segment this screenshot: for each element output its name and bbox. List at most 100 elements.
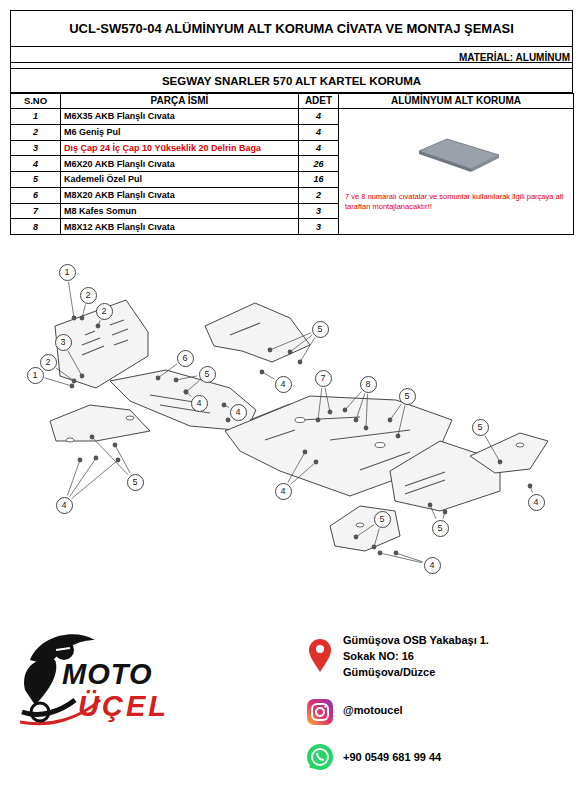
part-name-cell: M6 Geniş Pul (61, 124, 299, 140)
logo-text: ÜÇEL (78, 690, 169, 723)
leader-line (158, 364, 177, 378)
instagram-icon (307, 699, 333, 725)
callout-number: 5 (199, 366, 216, 383)
location-pin (309, 639, 331, 672)
leader-line (72, 460, 118, 499)
logo-text: MOTO (62, 658, 152, 691)
quantity: 3 (316, 222, 321, 232)
leader-line (300, 338, 315, 362)
fastener (343, 408, 348, 413)
fastener (328, 410, 333, 415)
callout-number: 4 (424, 557, 441, 574)
part-name-cell: M6X20 AKB Flanşlı Cıvata (61, 156, 299, 172)
quantity: 2 (316, 190, 321, 200)
fastener (372, 545, 377, 550)
fastener (288, 350, 293, 355)
quantity-cell: 2 (299, 187, 339, 203)
part-name-cell: Dış Çap 24 İç Çap 10 Yükseklik 20 Delrin… (61, 140, 299, 156)
note: 7 ve 8 numaralı cıvatalar ve somunlar ku… (345, 192, 567, 212)
header-table: UCL-SW570-04 ALÜMİNYUM ALT KORUMA CİVATA… (10, 10, 573, 235)
part-number-cell: 7 (11, 203, 61, 219)
product-title: SEGWAY SNARLER 570 ALT KARTEL KORUMA (162, 75, 421, 87)
leader-line (356, 525, 374, 537)
fastener (303, 450, 308, 455)
part-number: 5 (33, 174, 38, 184)
callout-text: 2 (45, 358, 50, 367)
header-text: ALÜMİNYUM ALT KORUMA (391, 95, 521, 106)
fastener (94, 456, 99, 461)
callout-number: 5 (127, 474, 144, 491)
callout-text: 2 (101, 307, 106, 316)
fastener (268, 348, 273, 353)
callout-text: 5 (204, 370, 209, 379)
callout-number: 5 (432, 520, 449, 537)
callout-text: 5 (317, 325, 322, 334)
fastener (394, 551, 399, 556)
table-header-row: S.NOPARÇA İSMİADETALÜMİNYUM ALT KORUMA (11, 94, 574, 109)
product-row: SEGWAY SNARLER 570 ALT KARTEL KORUMA (10, 69, 573, 93)
leader-line (318, 388, 322, 420)
leader-line (325, 388, 330, 412)
fastener (528, 484, 533, 489)
fastener (90, 435, 95, 440)
material-row: MATERİAL: ALUMİNUM (10, 47, 573, 63)
callout-text: 3 (60, 338, 65, 347)
callout-number: 5 (472, 419, 489, 436)
callout-number: 5 (374, 511, 391, 528)
quantity: 4 (316, 127, 321, 137)
leader-line (45, 378, 72, 386)
fastener (354, 535, 359, 540)
leader-line (56, 368, 74, 381)
part-number: 2 (33, 127, 38, 137)
callout-text: 4 (61, 501, 66, 510)
part-name-cell: Kademeli Özel Pul (61, 172, 299, 188)
fastener (378, 551, 383, 556)
leader-line (70, 458, 96, 497)
callout-number: 7 (315, 370, 332, 387)
parts-table: S.NOPARÇA İSMİADETALÜMİNYUM ALT KORUMA1M… (10, 93, 574, 235)
leader-line (92, 437, 128, 475)
part-name-cell: M6X35 AKB Flanşlı Cıvata (61, 109, 299, 125)
fastener (80, 316, 85, 321)
quantity: 26 (313, 159, 323, 169)
callout-number: 4 (528, 494, 545, 511)
leader-line (345, 391, 361, 410)
callout-text: 4 (533, 498, 538, 507)
leader-line (396, 553, 423, 562)
fastener (396, 434, 401, 439)
callout-text: 6 (182, 354, 187, 363)
top-plate (205, 303, 310, 362)
part-number: 7 (33, 206, 38, 216)
fastener (78, 458, 83, 463)
callout-number: 1 (27, 367, 44, 384)
fastener (96, 324, 101, 329)
leader-line (270, 333, 311, 350)
fastener (70, 384, 75, 389)
leader-line (366, 394, 368, 428)
plate-image (339, 109, 572, 189)
quantity-cell: 3 (299, 203, 339, 219)
leader-line (398, 406, 405, 436)
part-number: 6 (33, 190, 38, 200)
part-name: M8X20 AKB Flanşlı Cıvata (64, 190, 175, 200)
fastener (364, 426, 369, 431)
callout-number: 5 (312, 321, 329, 338)
leader-line (290, 335, 312, 352)
fastener (428, 503, 433, 508)
image-wrap: 7 ve 8 numaralı cıvatalar ve somunlar ku… (339, 109, 573, 234)
fastener (72, 379, 77, 384)
fastener (226, 418, 231, 423)
leader-line (176, 376, 197, 380)
leader-line (485, 436, 500, 462)
callout-number: 4 (275, 483, 292, 500)
callout-number: 5 (399, 388, 416, 405)
fastener (184, 390, 189, 395)
callout-number: 6 (177, 350, 194, 367)
center-plate (225, 396, 452, 496)
header-cell: ALÜMİNYUM ALT KORUMA (339, 94, 574, 109)
part-name: Dış Çap 24 İç Çap 10 Yükseklik 20 Delrin… (64, 143, 261, 153)
part-number-cell: 3 (11, 140, 61, 156)
fastener (156, 376, 161, 381)
callout-text: 4 (235, 408, 240, 417)
part-number: 8 (33, 222, 38, 232)
